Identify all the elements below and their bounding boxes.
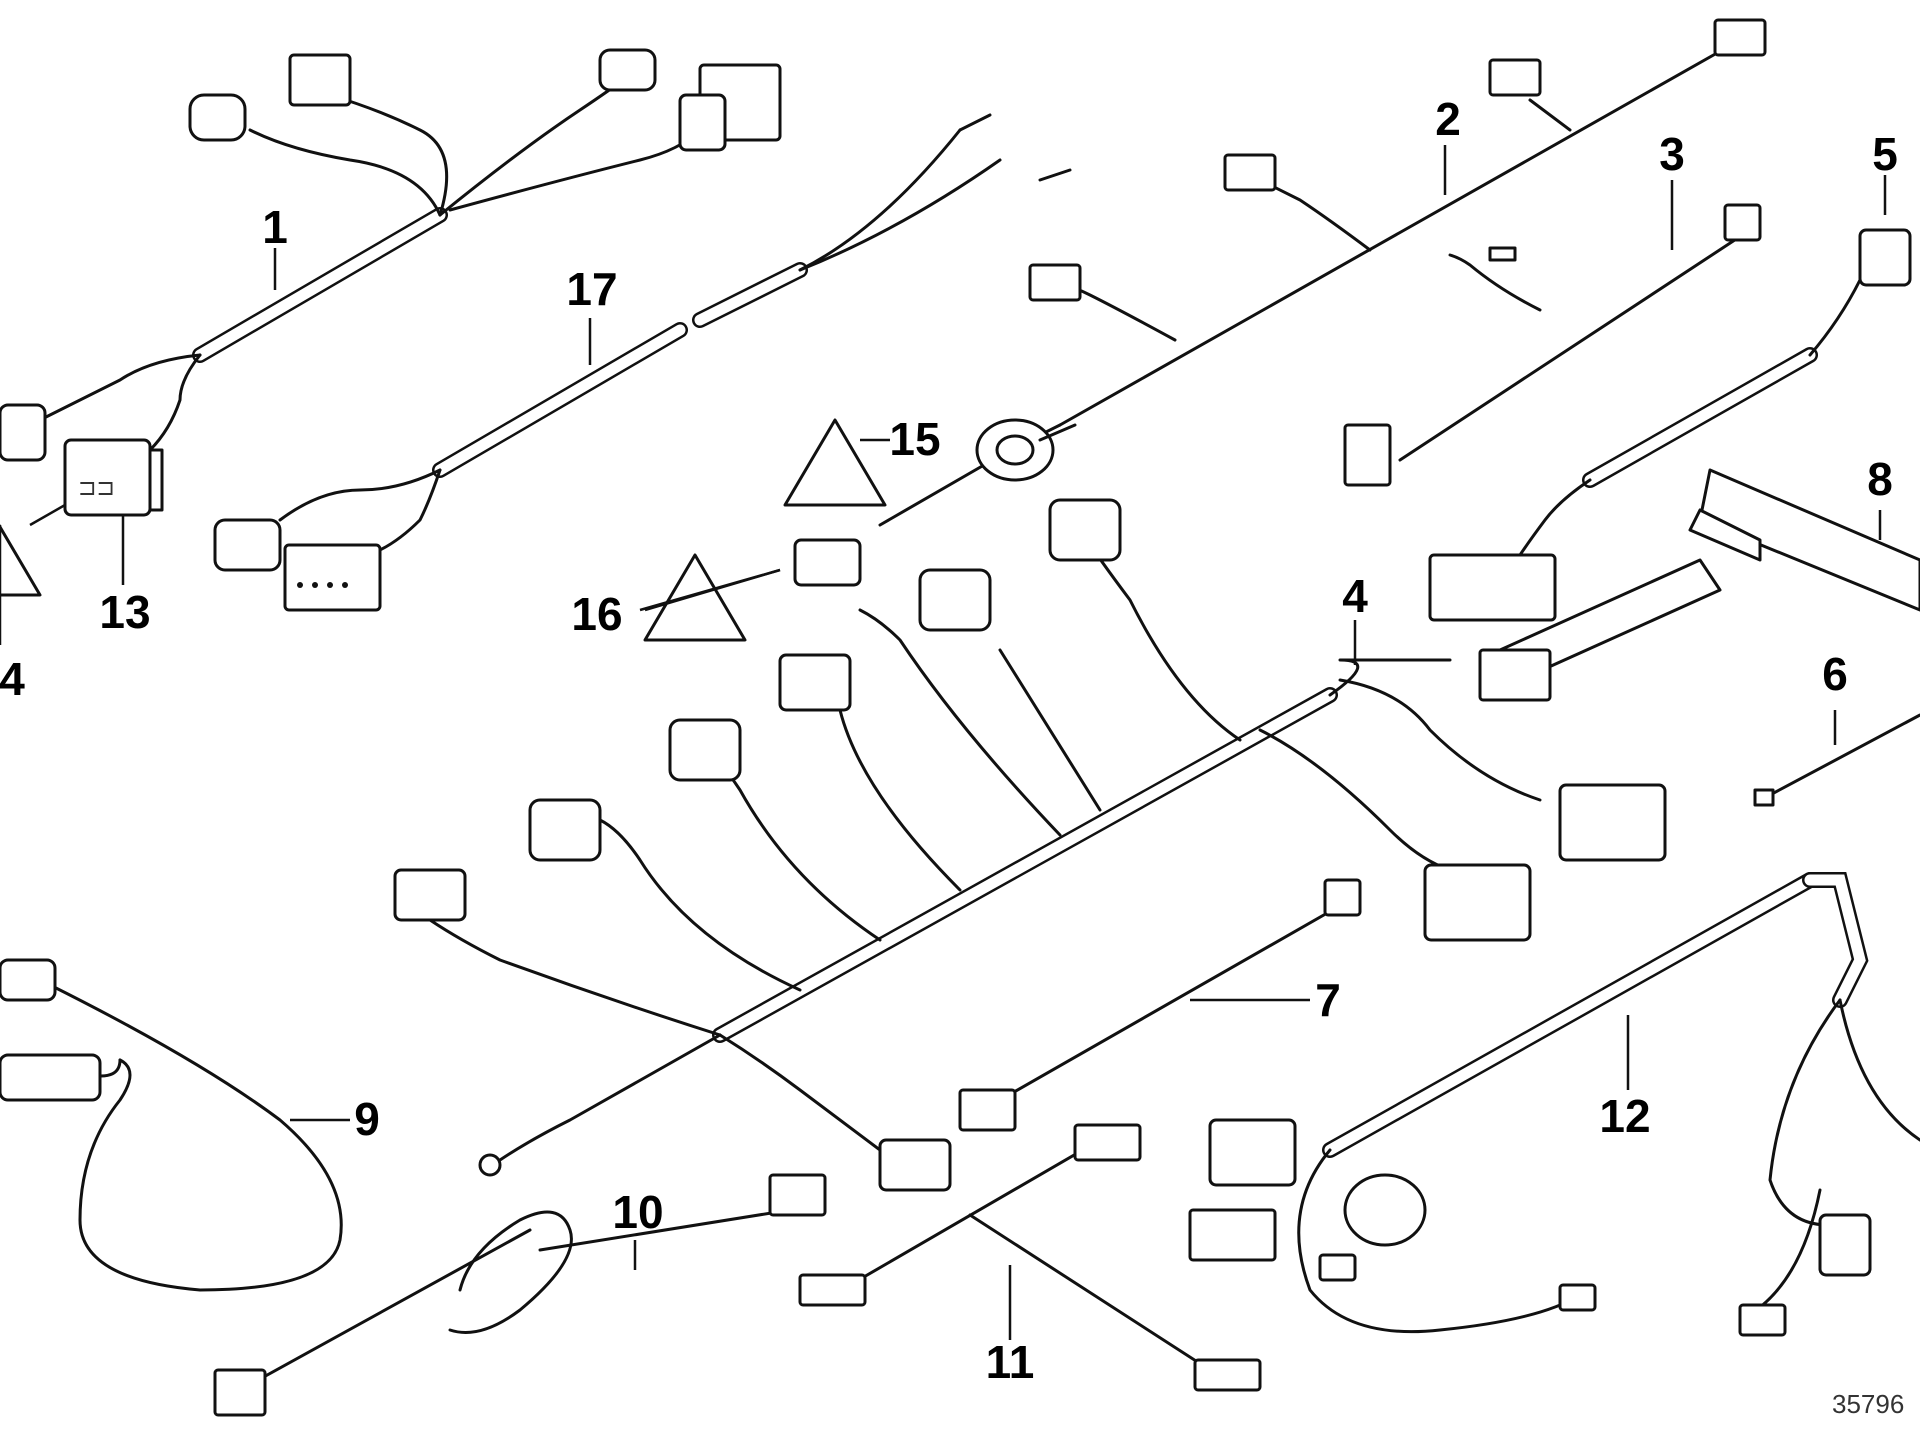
connector-plug-icon bbox=[213, 518, 382, 612]
cable-part-17 bbox=[213, 113, 1072, 612]
connector-plug-icon bbox=[1028, 18, 1767, 302]
ribbon-part-8 bbox=[1478, 468, 1920, 702]
callout-5: 5 bbox=[1872, 128, 1898, 180]
connector-plug-icon bbox=[393, 498, 1667, 1192]
callout-11: 11 bbox=[986, 1336, 1035, 1388]
callout-10: 10 bbox=[612, 1186, 663, 1238]
callout-17: 17 bbox=[566, 263, 617, 315]
callout-14: 4 bbox=[0, 653, 25, 705]
grommet-icon bbox=[975, 418, 1077, 482]
cable-part-9 bbox=[0, 958, 350, 1292]
relay-part-13: ⊐⊐ bbox=[29, 438, 164, 585]
cable-part-7 bbox=[958, 878, 1362, 1132]
warning-triangle-icon bbox=[639, 418, 890, 642]
connector-plug-icon bbox=[0, 48, 782, 462]
harness-part-4 bbox=[393, 498, 1667, 1192]
cable-part-3 bbox=[1343, 203, 1762, 487]
callouts: 1 2 3 4 5 6 7 8 9 10 11 12 13 4 15 16 17 bbox=[0, 93, 1898, 1388]
cable-part-11 bbox=[798, 1123, 1262, 1392]
ring-terminal-icon bbox=[478, 1153, 502, 1177]
callout-4: 4 bbox=[1342, 570, 1368, 622]
harness-part-5 bbox=[1428, 228, 1912, 622]
diagram-reference-number: 35796 bbox=[1832, 1389, 1904, 1419]
cable-part-10 bbox=[213, 1173, 827, 1417]
callout-8: 8 bbox=[1867, 453, 1893, 505]
harness-part-2 bbox=[793, 18, 1767, 587]
harness-part-12 bbox=[1188, 872, 1920, 1337]
callout-9: 9 bbox=[354, 1093, 380, 1145]
callout-13: 13 bbox=[99, 586, 150, 638]
callout-1: 1 bbox=[262, 201, 288, 253]
callout-7: 7 bbox=[1315, 974, 1341, 1026]
callout-16: 16 bbox=[571, 588, 622, 640]
callout-15: 15 bbox=[889, 413, 940, 465]
harness-part-1 bbox=[0, 48, 782, 462]
callout-3: 3 bbox=[1659, 128, 1685, 180]
svg-text:⊐⊐: ⊐⊐ bbox=[78, 475, 115, 500]
connector-plug-icon bbox=[793, 538, 862, 587]
warning-triangle-icon bbox=[0, 524, 42, 645]
leader-lines bbox=[273, 145, 1887, 1340]
callout-12: 12 bbox=[1599, 1090, 1650, 1142]
callout-6: 6 bbox=[1822, 648, 1848, 700]
callout-2: 2 bbox=[1435, 93, 1461, 145]
cable-part-6 bbox=[1753, 713, 1920, 807]
